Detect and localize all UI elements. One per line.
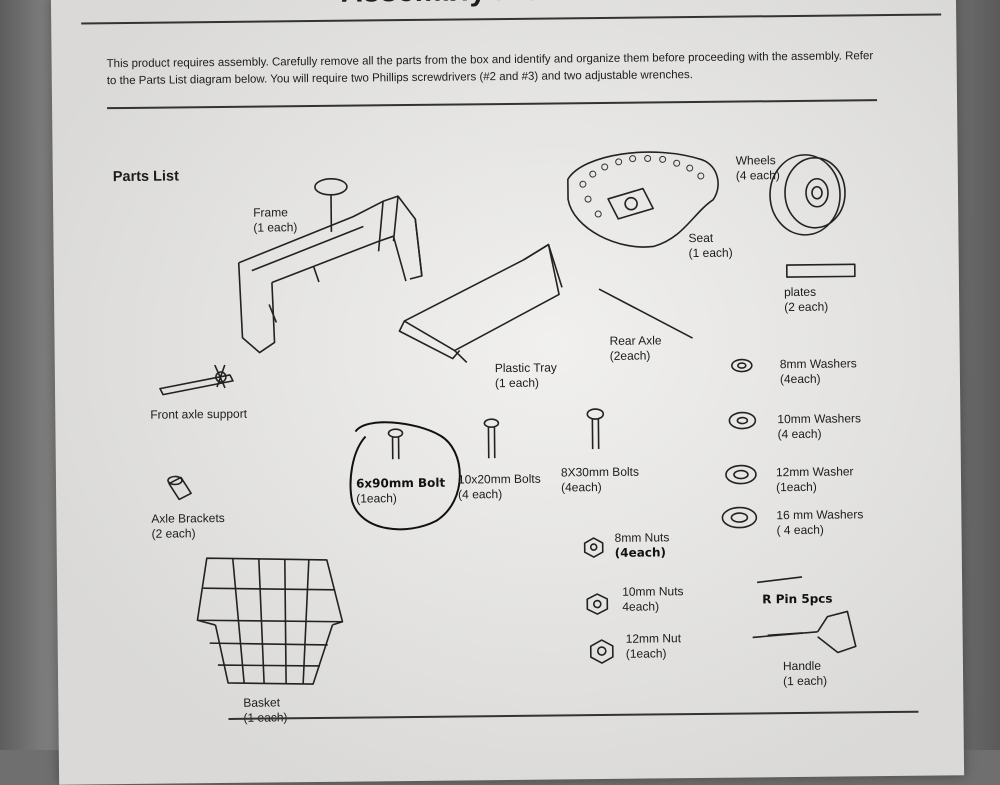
- plastic-tray-illustration: [399, 244, 563, 363]
- nuts-illustration: [585, 538, 613, 663]
- r-pin-illustration: [757, 577, 802, 582]
- rear-axle-illustration: [599, 288, 693, 339]
- bolt-6x90-illustration: [388, 429, 402, 459]
- front-axle-support-illustration: [160, 365, 233, 395]
- parts-diagram: [51, 0, 964, 785]
- instruction-sheet: Assembly Instructions This product requi…: [51, 0, 964, 785]
- wheel-illustration: [770, 154, 846, 235]
- washers-illustration: [721, 359, 757, 527]
- axle-bracket-illustration: [168, 476, 191, 499]
- bolt-10x20-illustration: [484, 419, 498, 458]
- basket-illustration: [197, 557, 343, 686]
- plates-illustration: [787, 264, 855, 277]
- bolt-8x30-illustration: [587, 409, 603, 449]
- frame-illustration: [238, 178, 423, 353]
- handle-illustration: [752, 611, 855, 653]
- seat-illustration: [568, 151, 719, 247]
